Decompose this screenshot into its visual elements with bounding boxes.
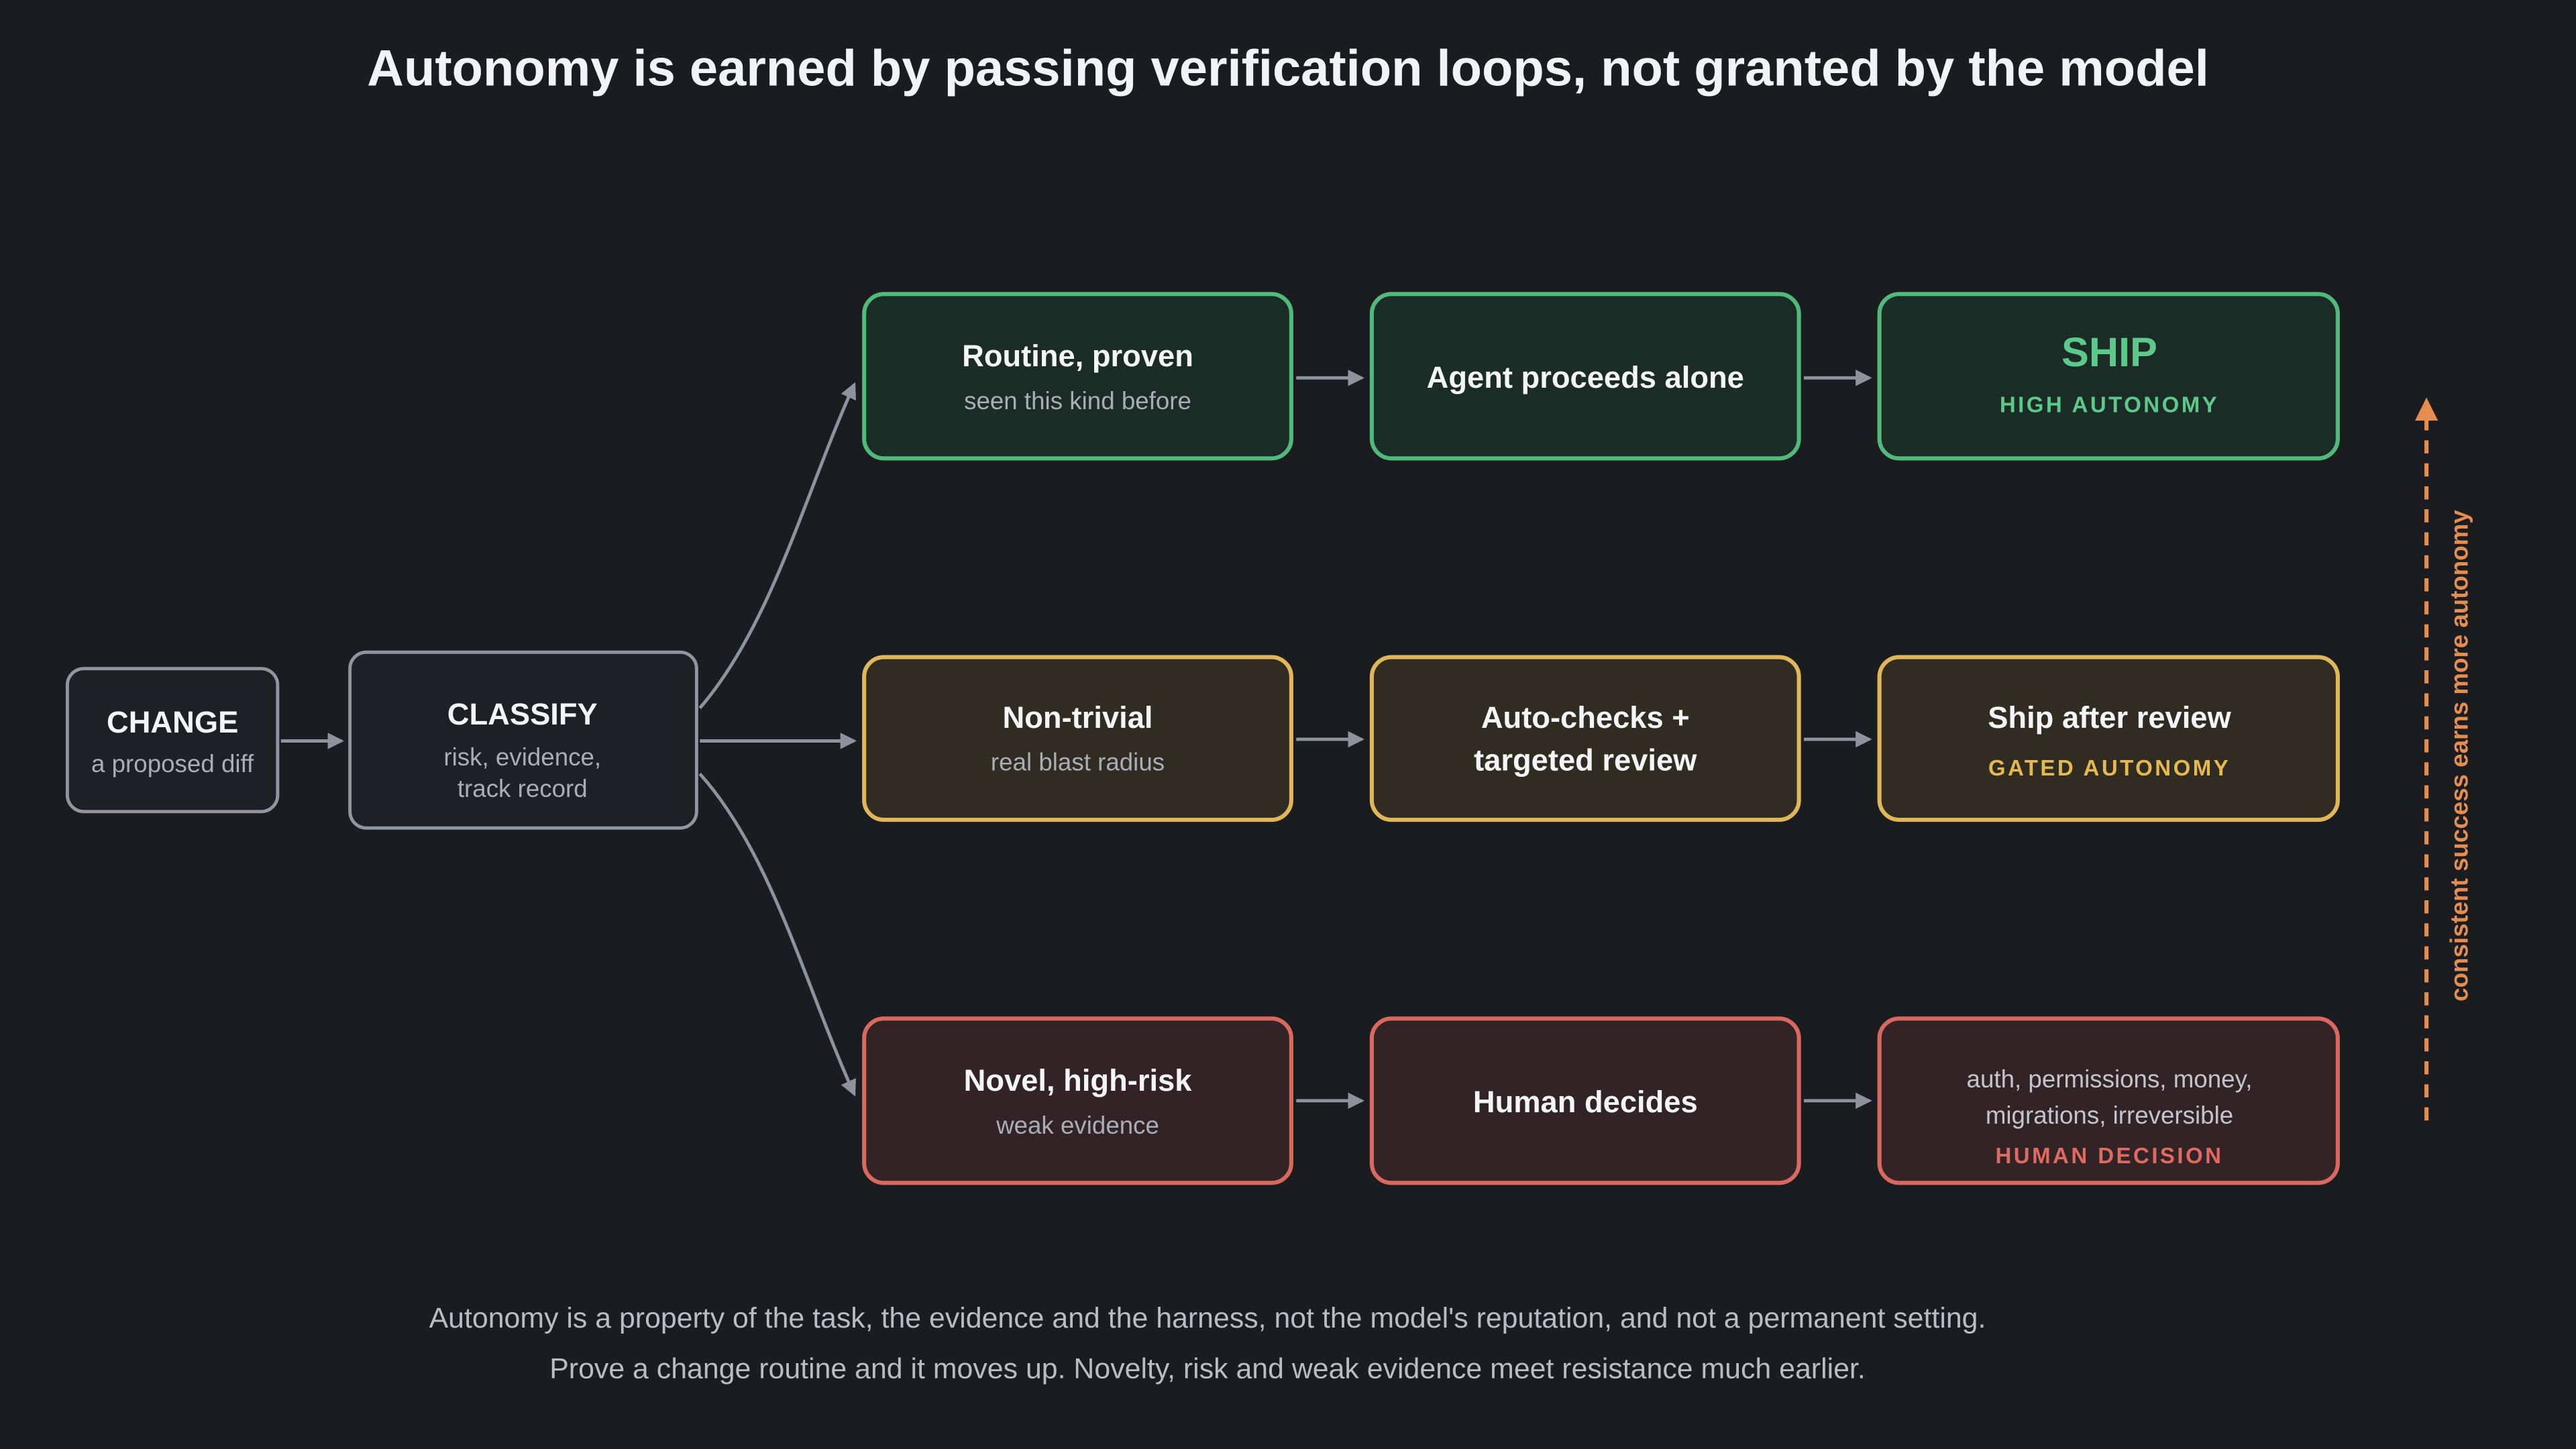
node-classify-subtitle-1: risk, evidence, [443, 743, 601, 771]
node-novel-title: Novel, high-risk [964, 1063, 1193, 1097]
caption-line-1: Autonomy is a property of the task, the … [429, 1302, 1986, 1334]
node-humandecision-line-1: auth, permissions, money, [1967, 1065, 2253, 1093]
node-novel-subtitle: weak evidence [996, 1112, 1159, 1139]
node-classify: CLASSIFY risk, evidence, track record [348, 650, 698, 830]
node-nontrivial: Non-trivial real blast radius [862, 655, 1293, 822]
node-agent-proceeds: Agent proceeds alone [1369, 292, 1801, 461]
node-humandecision-badge: HUMAN DECISION [1996, 1144, 2224, 1169]
node-human-decides: Human decides [1369, 1016, 1801, 1185]
caption-line-2: Prove a change routine and it moves up. … [549, 1353, 1866, 1385]
node-routine-title: Routine, proven [962, 339, 1193, 373]
node-classify-title: CLASSIFY [447, 697, 598, 731]
node-shipafter-title: Ship after review [1988, 700, 2231, 735]
node-nontrivial-subtitle: real blast radius [991, 749, 1165, 776]
node-classify-subtitle-2: track record [458, 775, 588, 802]
node-ship-title: SHIP [2061, 329, 2157, 375]
node-humandecision-line-2: migrations, irreversible [1986, 1102, 2233, 1129]
node-autochecks-title-2: targeted review [1474, 743, 1697, 777]
node-ship-after-review: Ship after review GATED AUTONOMY [1877, 655, 2340, 822]
node-routine: Routine, proven seen this kind before [862, 292, 1293, 461]
node-human-decision: auth, permissions, money, migrations, ir… [1877, 1016, 2340, 1185]
node-agent-title: Agent proceeds alone [1427, 360, 1744, 394]
connectors [280, 370, 1872, 1110]
node-human-title: Human decides [1473, 1085, 1698, 1119]
autonomy-escalation-label: consistent success earns more autonomy [2445, 510, 2473, 1002]
node-routine-subtitle: seen this kind before [964, 387, 1191, 415]
arrow-classify-to-routine [698, 382, 857, 710]
node-novel: Novel, high-risk weak evidence [862, 1016, 1293, 1185]
node-nontrivial-title: Non-trivial [1003, 700, 1153, 735]
node-autochecks: Auto-checks + targeted review [1369, 655, 1801, 822]
page-title: Autonomy is earned by passing verificati… [367, 40, 2209, 97]
node-ship: SHIP HIGH AUTONOMY [1877, 292, 2340, 461]
node-autochecks-title-1: Auto-checks + [1481, 700, 1690, 735]
node-change-subtitle: a proposed diff [91, 750, 254, 777]
arrow-classify-to-novel [698, 772, 857, 1097]
node-change-title: CHANGE [107, 705, 238, 739]
node-change: CHANGE a proposed diff [65, 667, 280, 814]
node-shipafter-badge: GATED AUTONOMY [1988, 756, 2231, 781]
node-ship-badge: HIGH AUTONOMY [2000, 393, 2219, 418]
